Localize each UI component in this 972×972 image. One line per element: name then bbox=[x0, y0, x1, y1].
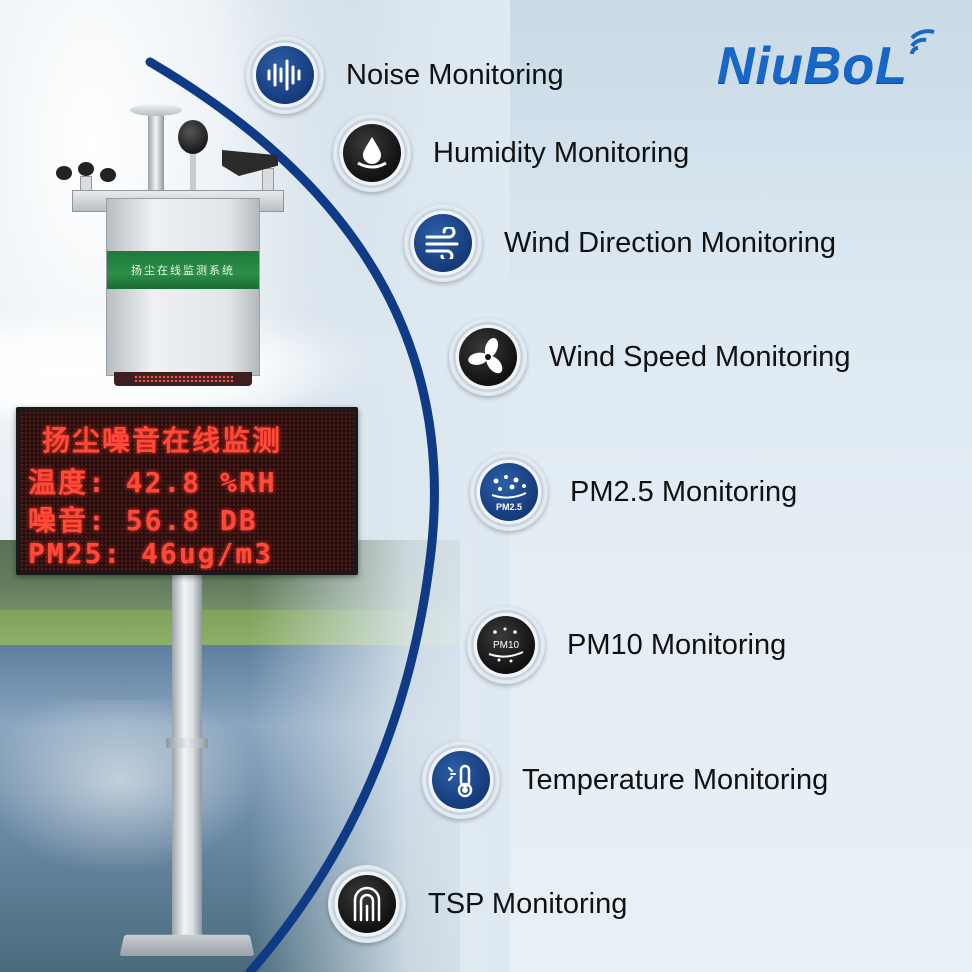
feature-tsp: TSP Monitoring bbox=[328, 865, 627, 943]
feature-label: TSP Monitoring bbox=[428, 887, 628, 920]
noise-sensor-windscreen bbox=[178, 120, 208, 154]
noise-waveform-icon bbox=[256, 46, 314, 104]
wifi-signal-icon bbox=[910, 29, 935, 55]
anemometer-cup bbox=[100, 168, 116, 182]
noise-sensor-pole bbox=[190, 148, 196, 200]
feature-icon-ring bbox=[246, 36, 324, 114]
anemometer-cup bbox=[56, 166, 72, 180]
feature-label: Noise Monitoring bbox=[346, 58, 564, 91]
feature-temperature: Temperature Monitoring bbox=[422, 741, 828, 819]
station-pole bbox=[172, 570, 202, 950]
brand-logo: NiuBoL bbox=[717, 37, 908, 95]
led-row-temperature: 温度: 42.8 %RH bbox=[28, 466, 277, 499]
thermometer-icon bbox=[432, 751, 490, 809]
cabinet-led-strip bbox=[114, 372, 252, 386]
led-row-pm25: PM25: 46ug/m3 bbox=[28, 537, 274, 570]
feature-noise: Noise Monitoring bbox=[246, 36, 564, 114]
pm25-particles-icon: PM2.5 bbox=[480, 463, 538, 521]
feature-icon-ring bbox=[328, 865, 406, 943]
feature-pm10: PM10 PM10 Monitoring bbox=[467, 606, 786, 684]
feature-label: Temperature Monitoring bbox=[522, 763, 829, 796]
pole-clamp bbox=[166, 738, 208, 748]
feature-icon-ring bbox=[404, 204, 482, 282]
pm25-badge: PM2.5 bbox=[496, 502, 522, 512]
feature-icon-ring bbox=[449, 318, 527, 396]
feature-humidity: Humidity Monitoring bbox=[333, 114, 689, 192]
pm10-particles-icon: PM10 bbox=[477, 616, 535, 674]
feature-wind-direction: Wind Direction Monitoring bbox=[404, 204, 836, 282]
feature-icon-ring bbox=[422, 741, 500, 819]
feature-label: PM2.5 Monitoring bbox=[570, 475, 798, 508]
feature-icon-ring: PM2.5 bbox=[470, 453, 548, 531]
led-row-noise: 噪音: 56.8 DB bbox=[28, 504, 258, 537]
feature-label: Humidity Monitoring bbox=[433, 136, 690, 169]
pole-base-plate bbox=[119, 934, 255, 957]
led-row-title: 扬尘噪音在线监测 bbox=[42, 424, 283, 457]
wind-gust-icon bbox=[414, 214, 472, 272]
mast-cap bbox=[130, 104, 182, 116]
anemometer-cups bbox=[56, 162, 116, 184]
monitoring-cabinet: 扬尘在线监测系统 bbox=[106, 198, 260, 376]
cabinet-label: 扬尘在线监测系统 bbox=[107, 251, 259, 289]
fan-blades-icon bbox=[459, 328, 517, 386]
pm10-badge: PM10 bbox=[493, 640, 520, 651]
feature-label: PM10 Monitoring bbox=[567, 628, 787, 661]
water-drop-icon bbox=[343, 124, 401, 182]
feature-label: Wind Speed Monitoring bbox=[549, 340, 851, 373]
feature-icon-ring: PM10 bbox=[467, 606, 545, 684]
led-display-board: 扬尘噪音在线监测 温度: 42.8 %RH 噪音: 56.8 DB PM25: … bbox=[16, 407, 358, 575]
tsp-sensor-icon bbox=[338, 875, 396, 933]
anemometer-cup bbox=[78, 162, 94, 176]
sensor-mast bbox=[148, 112, 164, 200]
feature-wind-speed: Wind Speed Monitoring bbox=[449, 318, 850, 396]
feature-label: Wind Direction Monitoring bbox=[504, 226, 837, 259]
feature-pm25: PM2.5 PM2.5 Monitoring bbox=[470, 453, 797, 531]
feature-icon-ring bbox=[333, 114, 411, 192]
